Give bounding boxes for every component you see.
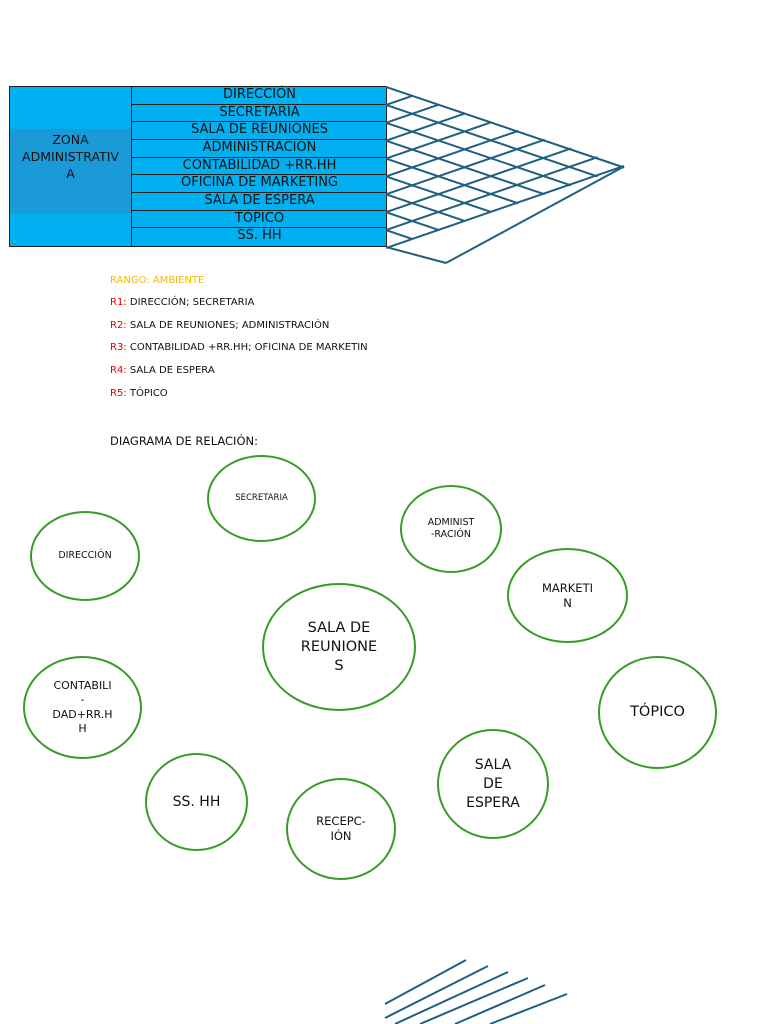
legend-item-r1: R1: DIRECCIÓN; SECRETARIA [110, 297, 254, 308]
legend-code: R1: [110, 297, 127, 308]
relation-matrix-table: ZONA ADMINISTRATIV A DIRECCIÓN SECRETARI… [9, 86, 387, 247]
grid-line [386, 112, 466, 142]
matrix-row-contabilidad: CONTABILIDAD +RR.HH [132, 158, 387, 176]
grid-line [386, 147, 572, 214]
matrix-row-administracion: ADMINISTRACIÓN [132, 140, 387, 158]
node-secretaria: SECRETARIA [207, 455, 316, 542]
grid-line [386, 121, 572, 187]
decorative-stripes [384, 959, 568, 1024]
legend-code: R3: [110, 342, 127, 353]
matrix-row-sala-reuniones: SALA DE REUNIONES [132, 122, 387, 140]
legend-text: DIRECCIÓN; SECRETARIA [126, 297, 255, 308]
zone-label: ZONA ADMINISTRATIV A [22, 132, 119, 181]
legend-text: SALA DE ESPERA [126, 365, 215, 376]
node-administracion: ADMINIST -RACIÓN [400, 485, 502, 573]
node-sala-reuniones: SALA DE REUNIONE S [262, 583, 416, 711]
matrix-row-marketing: OFICINA DE MARKETING [132, 175, 387, 193]
grid-line [445, 165, 625, 264]
stripe-line [384, 959, 467, 1005]
node-contabilidad: CONTABILI - DAD+RR.H H [23, 656, 142, 759]
stripe-line [419, 977, 529, 1024]
node-ss-hh: SS. HH [145, 753, 248, 851]
legend-item-r2: R2: SALA DE REUNIONES; ADMINISTRACIÓN [110, 320, 329, 331]
range-title: RANGO: AMBIENTE [110, 275, 205, 286]
legend-text: TÓPICO [126, 388, 168, 399]
grid-line [386, 246, 447, 264]
grid-line [386, 94, 413, 106]
node-marketing: MARKETI N [507, 548, 628, 643]
legend-code: R2: [110, 320, 127, 331]
matrix-row-direccion: DIRECCIÓN [132, 87, 387, 105]
matrix-row-sala-espera: SALA DE ESPERA [132, 193, 387, 211]
grid-line [386, 165, 625, 249]
relation-grid-diagram [386, 86, 625, 264]
node-recepcion: RECEPC- IÓN [286, 778, 396, 880]
stripe-line [394, 971, 509, 1024]
stripe-line [384, 965, 489, 1019]
matrix-row-topico: TÓPICO [132, 211, 387, 229]
matrix-row-ss-hh: SS. HH [237, 228, 282, 244]
grid-line [386, 193, 466, 223]
legend-item-r4: R4: SALA DE ESPERA [110, 365, 215, 376]
node-sala-espera: SALA DE ESPERA [437, 729, 549, 839]
legend-text: CONTABILIDAD +RR.HH; OFICINA DE MARKETIN [126, 342, 368, 353]
zone-shade [10, 129, 131, 214]
grid-line [386, 86, 625, 169]
legend-code: R5: [110, 388, 127, 399]
node-direccion: DIRECCIÓN [30, 511, 140, 601]
grid-line [386, 157, 519, 205]
matrix-row-secretaria: SECRETARIA [132, 105, 387, 123]
legend-text: SALA DE REUNIONES; ADMINISTRACIÓN [126, 320, 330, 331]
grid-line [386, 156, 598, 232]
legend-item-r5: R5: TÓPICO [110, 388, 168, 399]
node-topico: TÓPICO [598, 656, 717, 769]
grid-line [386, 121, 493, 160]
legend-code: R4: [110, 365, 127, 376]
legend-item-r3: R3: CONTABILIDAD +RR.HH; OFICINA DE MARK… [110, 342, 368, 353]
stripe-line [454, 984, 546, 1024]
grid-line [386, 129, 519, 178]
grid-line [386, 138, 545, 196]
zone-cell: ZONA ADMINISTRATIV A [10, 87, 132, 246]
relation-diagram-title: DIAGRAMA DE RELACIÓN: [110, 434, 258, 448]
grid-line [386, 229, 413, 241]
stripe-line [489, 993, 568, 1024]
grid-line [386, 103, 440, 124]
